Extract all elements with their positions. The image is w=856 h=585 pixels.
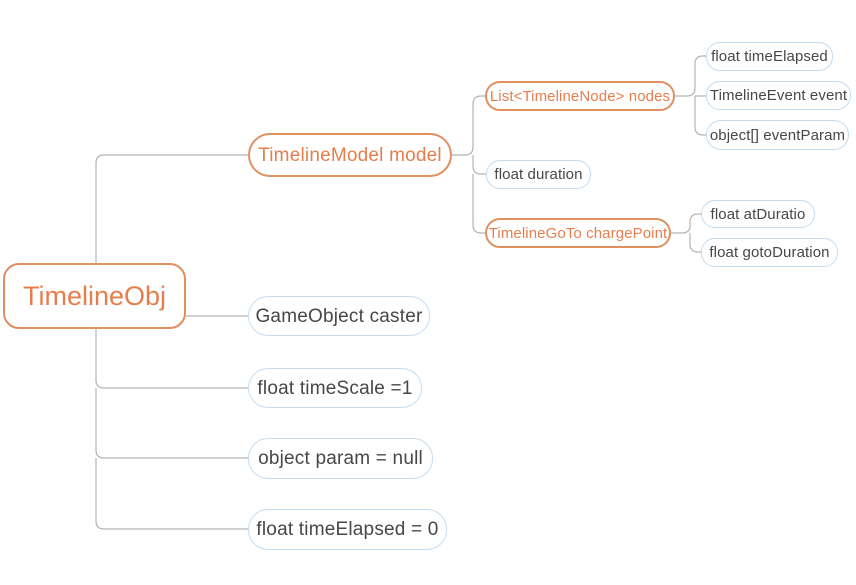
connector-root-to-timeelapsed0 bbox=[95, 458, 248, 530]
node-timelineobj[interactable]: TimelineObj bbox=[3, 263, 186, 329]
connector-root-to-model bbox=[95, 154, 248, 263]
node-float-timeelapsed[interactable]: float timeElapsed bbox=[706, 42, 833, 71]
node-object-param[interactable]: object param = null bbox=[248, 438, 433, 479]
connector-nodes-to-eventparam bbox=[694, 96, 706, 136]
node-list-timelinenode-nodes[interactable]: List<TimelineNode> nodes bbox=[485, 81, 675, 111]
node-timelinemodel-model[interactable]: TimelineModel model bbox=[248, 133, 452, 177]
connector-root-to-timescale bbox=[95, 328, 248, 389]
connector-model-to-nodes bbox=[452, 95, 485, 156]
node-float-timeelapsed-0[interactable]: float timeElapsed = 0 bbox=[248, 509, 447, 550]
connector-nodes-to-timeelapsed bbox=[675, 55, 706, 97]
connector-model-to-chargepoint bbox=[472, 174, 485, 234]
node-float-atduratio[interactable]: float atDuratio bbox=[701, 200, 815, 228]
connector-model-to-duration bbox=[472, 155, 486, 175]
node-gameobject-caster[interactable]: GameObject caster bbox=[248, 296, 430, 336]
node-timelinegoto-chargepoint[interactable]: TimelineGoTo chargePoint bbox=[485, 218, 671, 248]
node-float-timescale[interactable]: float timeScale =1 bbox=[248, 368, 422, 408]
connector-chargepoint-to-atduratio bbox=[671, 213, 701, 234]
node-timelineevent-event[interactable]: TimelineEvent event bbox=[706, 81, 851, 110]
node-object-eventparam[interactable]: object[] eventParam bbox=[706, 120, 849, 150]
node-float-duration[interactable]: float duration bbox=[486, 160, 591, 189]
node-float-gotoduration[interactable]: float gotoDuration bbox=[701, 238, 838, 267]
connector-root-to-param bbox=[95, 388, 248, 459]
connector-chargepoint-to-gotoduration bbox=[689, 233, 701, 253]
